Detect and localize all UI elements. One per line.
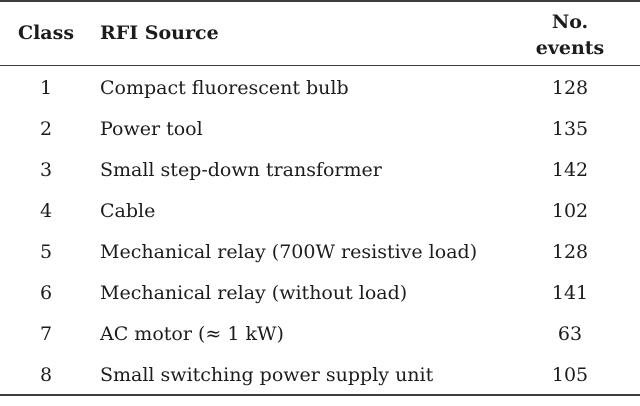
cell-event-count: 128: [551, 77, 589, 99]
cell-class-number: 7: [39, 323, 53, 345]
column-header-events-line1: No.: [551, 11, 589, 34]
cell-event-count: 105: [551, 364, 589, 386]
table-row: 2 Power tool 135: [0, 107, 640, 148]
cell-rfi-source: Mechanical relay (without load): [100, 282, 408, 304]
cell-rfi-source: Small switching power supply unit: [100, 364, 434, 386]
cell-rfi-source: Mechanical relay (700W resistive load): [100, 241, 478, 263]
cell-class-number: 5: [39, 241, 53, 263]
table-header: Class RFI Source No. events: [0, 1, 640, 65]
table-row: 1 Compact fluorescent bulb 128: [0, 65, 640, 107]
cell-event-count: 63: [557, 323, 583, 345]
table-row: 4 Cable 102: [0, 189, 640, 230]
table-row: 5 Mechanical relay (700W resistive load)…: [0, 230, 640, 271]
table-row: 7 AC motor (≈ 1 kW) 63: [0, 312, 640, 353]
column-header-events-line2: events: [535, 37, 605, 60]
cell-rfi-source: AC motor (≈ 1 kW): [100, 323, 284, 345]
cell-event-count: 142: [551, 159, 589, 181]
cell-class-number: 2: [39, 118, 53, 140]
cell-event-count: 135: [551, 118, 589, 140]
cell-event-count: 128: [551, 241, 589, 263]
table-body: 1 Compact fluorescent bulb 128 2 Power t…: [0, 65, 640, 395]
column-header-source: RFI Source: [100, 22, 219, 45]
cell-event-count: 141: [551, 282, 589, 304]
cell-event-count: 102: [551, 200, 589, 222]
header-row: Class RFI Source No. events: [0, 1, 640, 65]
column-header-class: Class: [17, 22, 75, 45]
cell-rfi-source: Cable: [100, 200, 156, 222]
cell-rfi-source: Power tool: [100, 118, 203, 140]
table-row: 8 Small switching power supply unit 105: [0, 353, 640, 395]
column-header-events: No. events: [500, 1, 640, 65]
cell-class-number: 3: [39, 159, 53, 181]
cell-class-number: 1: [39, 77, 53, 99]
cell-class-number: 4: [39, 200, 53, 222]
rfi-sources-table: Class RFI Source No. events 1 Compact fl…: [0, 0, 640, 396]
cell-class-number: 6: [39, 282, 53, 304]
cell-rfi-source: Small step-down transformer: [100, 159, 382, 181]
cell-rfi-source: Compact fluorescent bulb: [100, 77, 349, 99]
table-row: 3 Small step-down transformer 142: [0, 148, 640, 189]
cell-class-number: 8: [39, 364, 53, 386]
table-row: 6 Mechanical relay (without load) 141: [0, 271, 640, 312]
